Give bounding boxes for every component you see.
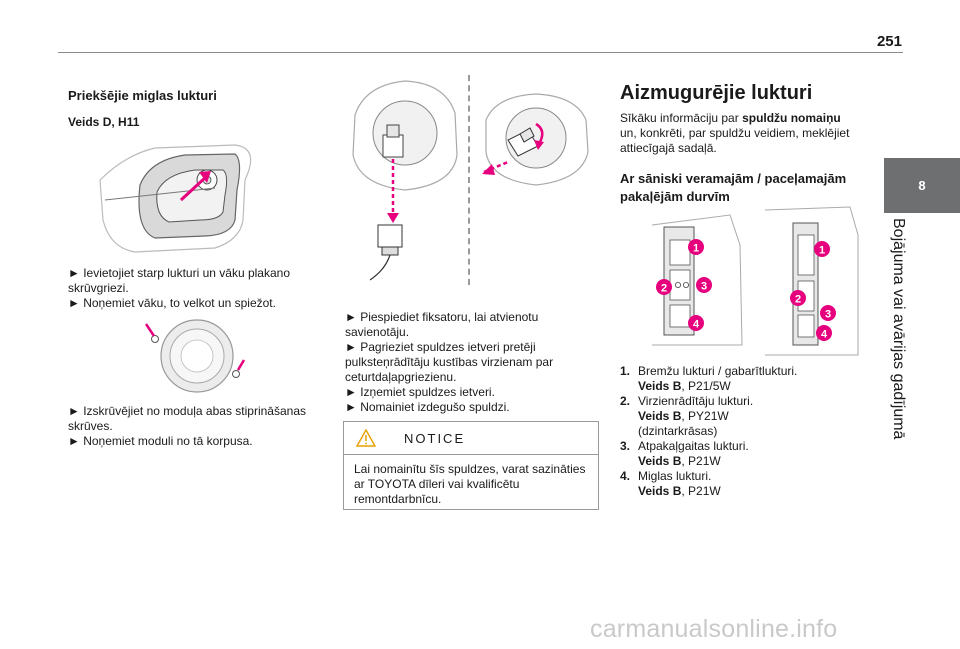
- rear-lamp-list: 1. Bremžu lukturi / gabarītlukturi. Veid…: [620, 364, 800, 499]
- step-press-latch: ► Piespiediet fiksatoru, lai atvienotu s…: [345, 310, 539, 339]
- list-item-name: Bremžu lukturi / gabarītlukturi.: [638, 364, 798, 378]
- callout-1-right: 1: [814, 241, 830, 257]
- connector-release-illustration: [352, 80, 458, 281]
- chapter-title-vertical: Bojājuma vai avārijas gadījumā: [878, 218, 912, 508]
- svg-text:4: 4: [693, 319, 700, 331]
- list-item: 2. Virzienrādītāju lukturi. Veids B, PY2…: [620, 394, 800, 439]
- svg-text:3: 3: [701, 281, 707, 293]
- step-turn-holder: ► Pagrieziet spuldzes ietveri pretēji pu…: [345, 340, 554, 384]
- notice-header: NOTICE: [344, 422, 598, 454]
- middle-steps: ► Piespiediet fiksatoru, lai atvienotu s…: [345, 310, 595, 415]
- list-item-name: Atpakaļgaitas lukturi.: [638, 439, 749, 453]
- type-label: Veids B: [638, 454, 682, 468]
- step-remove-module: ► Noņemiet moduli no tā korpusa.: [68, 434, 253, 448]
- fog-lamp-cover-illustration: [99, 144, 252, 253]
- right-column: Aizmugurējie lukturi Sīkāku informāciju …: [620, 82, 860, 206]
- svg-text:1: 1: [693, 243, 699, 255]
- list-item-number: 3.: [620, 439, 631, 453]
- callout-4-left: 4: [688, 315, 704, 331]
- chapter-title: Bojājuma vai avārijas gadījumā: [890, 218, 907, 440]
- step-unscrew: ► Izskrūvējiet no moduļa abas stiprināša…: [68, 404, 306, 433]
- left-steps-b: ► Izskrūvējiet no moduļa abas stiprināša…: [68, 404, 313, 449]
- rear-lamp-illustration: 1 2 3 4 1 2 3 4: [651, 206, 859, 356]
- step-remove-cover: ► Noņemiet vāku, to velkot un spiežot.: [68, 296, 276, 310]
- svg-text:2: 2: [661, 283, 667, 295]
- chapter-tab[interactable]: 8: [884, 158, 960, 213]
- list-item-name: Miglas lukturi.: [638, 469, 712, 483]
- list-item: 1. Bremžu lukturi / gabarītlukturi. Veid…: [620, 364, 800, 394]
- list-item-number: 4.: [620, 469, 631, 483]
- callout-3-left: 3: [696, 277, 712, 293]
- left-steps-a: ► Ievietojiet starp lukturi un vāku plak…: [68, 266, 308, 311]
- type-value: , P21/5W: [681, 379, 731, 393]
- step-insert-screwdriver: ► Ievietojiet starp lukturi un vāku plak…: [68, 266, 290, 295]
- list-item-type: Veids B, P21W: [638, 454, 800, 469]
- list-item: 3. Atpakaļgaitas lukturi. Veids B, P21W: [620, 439, 800, 469]
- door-type-heading: Ar sāniski veramajām / paceļamajām pakaļ…: [620, 171, 847, 204]
- list-item-number: 1.: [620, 364, 631, 378]
- rear-lamps-intro: Sīkāku informāciju par spuldžu nomaiņu u…: [620, 111, 860, 156]
- figure-divider: [468, 75, 470, 285]
- step-replace-bulb: ► Nomainiet izdegušo spuldzi.: [345, 400, 510, 414]
- callout-2-left: 2: [656, 279, 672, 295]
- list-item-type: Veids B, PY21W (dzintarkrāsas): [638, 409, 800, 439]
- intro-text-post: un, konkrēti, par spuldžu veidiem, meklē…: [620, 126, 850, 155]
- svg-text:4: 4: [821, 329, 828, 341]
- intro-text-bold: spuldžu nomaiņu: [742, 111, 841, 125]
- type-value: , PY21W (dzintarkrāsas): [638, 409, 729, 438]
- step-remove-holder: ► Izņemiet spuldzes ietveri.: [345, 385, 495, 399]
- svg-text:3: 3: [825, 309, 831, 321]
- page-number: 251: [876, 33, 902, 50]
- notice-box: NOTICE Lai nomainītu šīs spuldzes, varat…: [343, 421, 599, 510]
- watermark: carmanualsonline.info: [590, 615, 838, 643]
- header-rule: [58, 52, 903, 53]
- notice-divider: [344, 454, 598, 455]
- list-item-type: Veids B, P21W: [638, 484, 800, 499]
- list-item: 4. Miglas lukturi. Veids B, P21W: [620, 469, 800, 499]
- type-value: , P21W: [681, 454, 721, 468]
- type-value: , P21W: [681, 484, 721, 498]
- bulb-holder-rotate-illustration: [482, 93, 589, 186]
- fog-lamp-module-illustration: [144, 319, 246, 393]
- list-item-number: 2.: [620, 394, 631, 408]
- rear-lamps-heading: Aizmugurējie lukturi: [620, 82, 813, 104]
- type-label: Veids B: [638, 379, 682, 393]
- intro-text-pre: Sīkāku informāciju par: [620, 111, 743, 125]
- list-item-name: Virzienrādītāju lukturi.: [638, 394, 754, 408]
- left-column: Priekšējie miglas lukturi Veids D, H11: [68, 88, 308, 130]
- list-item-type: Veids B, P21/5W: [638, 379, 800, 394]
- callout-2-right: 2: [790, 290, 806, 306]
- type-label: Veids B: [638, 409, 682, 423]
- warning-triangle-icon: [356, 429, 376, 447]
- fog-lamp-heading: Priekšējie miglas lukturi: [68, 88, 217, 103]
- svg-text:2: 2: [795, 294, 801, 306]
- fog-lamp-type: Veids D, H11: [68, 115, 140, 129]
- callout-4-right: 4: [816, 325, 832, 341]
- callout-3-right: 3: [820, 305, 836, 321]
- type-label: Veids B: [638, 484, 682, 498]
- svg-text:1: 1: [819, 245, 825, 257]
- notice-text: Lai nomainītu šīs spuldzes, varat sazinā…: [354, 462, 586, 506]
- chapter-number: 8: [918, 178, 926, 193]
- callout-1-left: 1: [688, 239, 704, 255]
- notice-title: NOTICE: [404, 430, 466, 446]
